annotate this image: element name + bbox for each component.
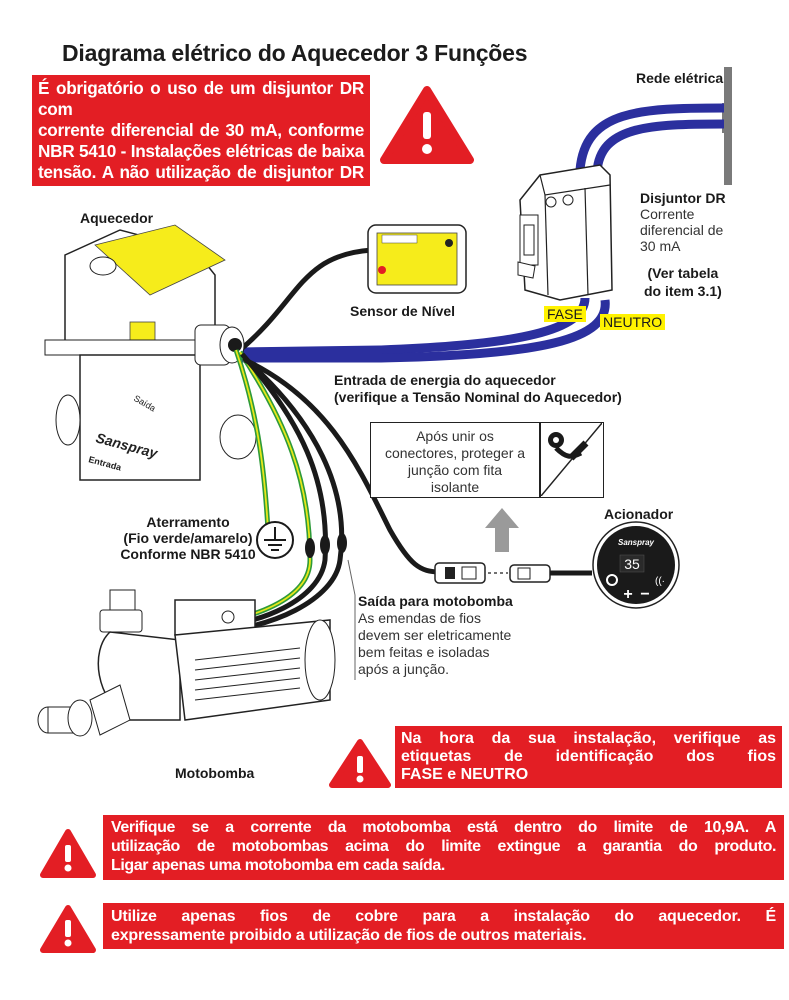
copper-wire-warning-box: Utilize apenas fios de cobre para a inst…: [103, 903, 784, 949]
controller-plus-button[interactable]: +: [623, 586, 632, 603]
controller-display: 35: [624, 556, 640, 572]
warning-line: É obrigatório o uso de um disjuntor DR c…: [38, 78, 364, 119]
splice-3: [337, 533, 347, 553]
controller-brand: Sanspray: [618, 538, 655, 547]
splice-1: [305, 538, 315, 558]
pump-output-line: após a junção.: [358, 661, 450, 677]
warning-line: Ligar apenas uma motobomba em cada saída…: [111, 857, 445, 874]
sensor-label: Sensor de Nível: [350, 303, 456, 319]
page-title: Diagrama elétrico do Aquecedor 3 Funções: [62, 40, 528, 66]
pump-output-label: Saída para motobomba As emendas de fios …: [358, 593, 513, 678]
breaker-note-line: (Ver tabela: [647, 265, 719, 281]
warning-line: NBR 5410 - Instalações elétricas de baix…: [38, 141, 364, 161]
bubbles-icon: ((·: [655, 576, 665, 587]
warning-line: FASE e NEUTRO: [401, 766, 529, 783]
pump-label: Motobomba: [175, 765, 255, 781]
warning-line: corrente diferencial de 30 mA, conforme: [38, 120, 364, 140]
warning-icon-1: [380, 86, 474, 164]
grid-label: Rede elétrica: [636, 70, 724, 86]
warning-icon-3: [40, 829, 96, 878]
tape-note-line: junção com fita: [407, 462, 503, 478]
breaker-spec-line: 30 mA: [640, 238, 681, 254]
up-arrow-icon: [485, 508, 519, 552]
pump-output-line: bem feitas e isoladas: [358, 644, 490, 660]
warning-line: extingue a garantia do produto.: [38, 183, 286, 203]
pump-device: [37, 589, 336, 737]
warning-line: Verifique se a corrente da motobomba est…: [111, 819, 776, 836]
warning-line: expressamente proibido a utilização de f…: [111, 927, 587, 944]
pump-output-title: Saída para motobomba: [358, 593, 513, 609]
tape-note-line: conectores, proteger a: [384, 445, 526, 461]
connector-male: [434, 562, 486, 584]
breaker-device: [517, 164, 613, 301]
tape-note-line: Após unir os: [416, 428, 494, 444]
power-input-label: Entrada de energia do aquecedor (verifiq…: [334, 372, 622, 406]
pump-output-line: As emendas de fios: [358, 610, 481, 626]
breaker-note: (Ver tabela do item 3.1): [644, 264, 722, 300]
phase-neutral-warning-box: Na hora da sua instalação, verifique as …: [395, 726, 782, 788]
warning-icon-4: [40, 905, 96, 953]
breaker-warning-box: É obrigatório o uso de um disjuntor DR c…: [32, 75, 370, 203]
neutro-label: NEUTRO: [600, 314, 666, 330]
warning-line: etiquetas de identificação dos fios: [401, 748, 776, 765]
level-sensor-device: [367, 224, 467, 294]
breaker-spec-line: diferencial de: [640, 222, 724, 238]
power-input-line: (verifique a Tensão Nominal do Aquecedor…: [334, 389, 622, 405]
splice-2: [320, 535, 330, 555]
ground-label: Aterramento (Fio verde/amarelo) Conforme…: [118, 514, 258, 562]
controller-label: Acionador: [604, 506, 674, 522]
wire-grid-fase: [575, 103, 725, 171]
pump-current-warning-box: Verifique se a corrente da motobomba est…: [103, 815, 784, 880]
insulating-tape-illustration: [540, 422, 604, 498]
breaker-spec-line: Corrente: [640, 206, 695, 222]
heater-device: [44, 224, 257, 481]
ground-symbol-icon: [256, 521, 294, 559]
breaker-info: Disjuntor DR Corrente diferencial de 30 …: [640, 190, 726, 254]
pump-wire-2: [207, 356, 345, 635]
power-input-line: Entrada de energia do aquecedor: [334, 372, 556, 388]
ground-label-line: Aterramento: [146, 514, 230, 530]
tape-roll-icon: [540, 422, 603, 497]
connector-female: [509, 564, 551, 583]
ground-label-line: Conforme NBR 5410: [120, 546, 256, 562]
warning-line: tensão. A não utilização de disjuntor DR: [38, 162, 364, 182]
pump-output-line: devem ser eletricamente: [358, 627, 512, 643]
warning-line: utilização de motobombas acima do limite…: [111, 838, 776, 855]
heater-label: Aquecedor: [80, 210, 154, 226]
wire-grid-neutro: [592, 119, 725, 173]
controller-cable: [243, 357, 441, 575]
power-icon: [606, 574, 618, 586]
sensor-cable: [238, 247, 373, 352]
fase-label: FASE: [544, 306, 586, 322]
ground-label-line: (Fio verde/amarelo): [123, 530, 253, 546]
controller-minus-button[interactable]: −: [640, 586, 649, 603]
warning-line: Na hora da sua instalação, verifique as: [401, 730, 776, 747]
tape-note-box: Após unir os conectores, proteger a junç…: [370, 422, 540, 498]
grid-socket: [722, 103, 732, 133]
warning-line: Utilize apenas fios de cobre para a inst…: [111, 908, 776, 925]
pump-output-leader: [347, 559, 356, 680]
controller-device: [592, 521, 680, 609]
breaker-title: Disjuntor DR: [640, 190, 726, 206]
breaker-note-line: do item 3.1): [644, 283, 722, 299]
warning-icon-2: [329, 739, 391, 788]
tape-note-line: isolante: [430, 479, 480, 495]
